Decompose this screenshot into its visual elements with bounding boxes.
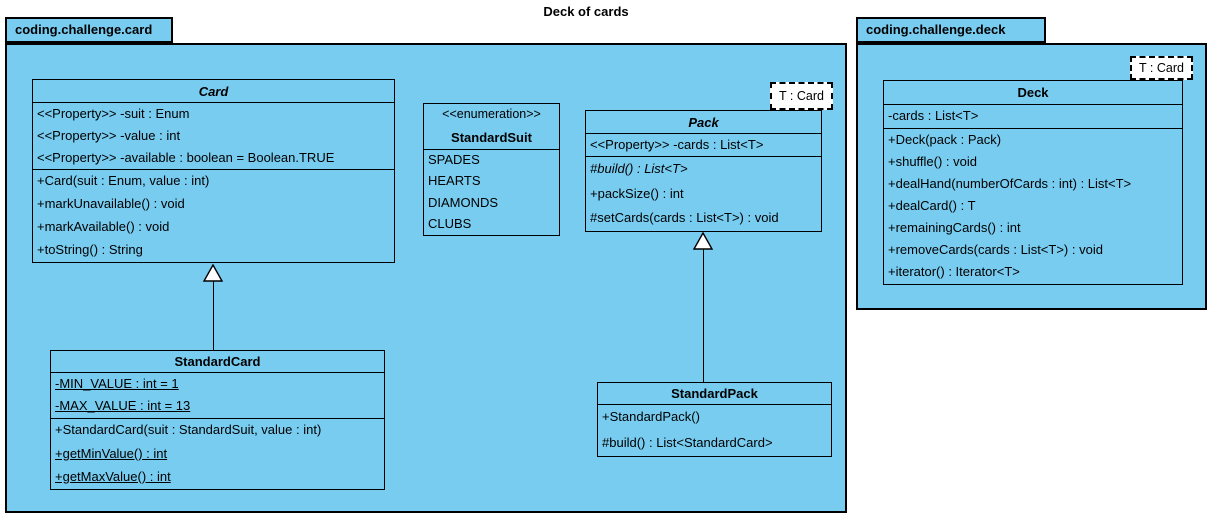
method: +shuffle() : void — [888, 153, 978, 169]
method: +removeCards(cards : List<T>) : void — [888, 242, 1103, 258]
method: +getMinValue() : int — [55, 445, 168, 461]
pack-template-param-box: T : Card — [770, 82, 833, 110]
method: #setCards(cards : List<T>) : void — [590, 210, 779, 226]
attribute: <<Property>> -suit : Enum — [37, 105, 190, 121]
class-deck-methods: +Deck(pack : Pack) +shuffle() : void +de… — [884, 128, 1182, 284]
method: +getMaxValue() : int — [55, 468, 171, 484]
generalization-line-standardpack-pack — [703, 249, 704, 382]
method: +StandardCard(suit : StandardSuit, value… — [55, 422, 322, 438]
method: +StandardPack() — [602, 409, 700, 425]
attribute: <<Property>> -available : boolean = Bool… — [37, 149, 335, 165]
class-standardcard-title: StandardCard — [174, 354, 261, 369]
class-standardpack: StandardPack +StandardPack() #build() : … — [597, 382, 832, 457]
method: +remainingCards() : int — [888, 220, 1021, 236]
attribute: -MIN_VALUE : int = 1 — [55, 375, 179, 391]
attribute: <<Property>> -value : int — [37, 127, 181, 143]
enum-literal: DIAMONDS — [428, 194, 499, 210]
enum-standardsuit: <<enumeration>> StandardSuit SPADES HEAR… — [423, 103, 560, 236]
class-standardcard-methods: +StandardCard(suit : StandardSuit, value… — [51, 418, 384, 489]
class-standardpack-title: StandardPack — [671, 386, 758, 401]
enum-literal: SPADES — [428, 152, 480, 168]
class-card-attributes: <<Property>> -suit : Enum <<Property>> -… — [33, 102, 394, 169]
generalization-triangle-icon — [202, 263, 224, 282]
enum-literal: HEARTS — [428, 173, 481, 189]
method: +Deck(pack : Pack) — [888, 131, 1002, 147]
method: +dealCard() : T — [888, 198, 976, 214]
class-deck: Deck -cards : List<T> +Deck(pack : Pack)… — [883, 80, 1183, 285]
method: +markUnavailable() : void — [37, 196, 185, 212]
method: #build() : List<T> — [590, 160, 688, 176]
enum-stereotype: <<enumeration>> — [442, 107, 541, 122]
deck-template-param: T : Card — [1139, 61, 1184, 75]
pack-template-param: T : Card — [779, 89, 824, 103]
enum-literal: CLUBS — [428, 215, 472, 231]
generalization-line-standardcard-card — [213, 281, 214, 350]
package-deck-label: coding.challenge.deck — [866, 22, 1006, 37]
class-pack: Pack <<Property>> -cards : List<T> #buil… — [585, 110, 822, 232]
diagram-title: Deck of cards — [543, 4, 629, 19]
method: +iterator() : Iterator<T> — [888, 264, 1020, 280]
class-deck-title: Deck — [1017, 85, 1049, 100]
enum-standardsuit-literals: SPADES HEARTS DIAMONDS CLUBS — [424, 149, 559, 235]
deck-template-param-box: T : Card — [1130, 56, 1193, 80]
enum-standardsuit-title: StandardSuit — [451, 129, 532, 145]
attribute: <<Property>> -cards : List<T> — [590, 136, 764, 152]
class-card-methods: +Card(suit : Enum, value : int) +markUna… — [33, 169, 394, 262]
attribute: -MAX_VALUE : int = 13 — [55, 398, 191, 414]
enum-standardsuit-header: <<enumeration>> StandardSuit — [424, 104, 559, 149]
package-card-label: coding.challenge.card — [15, 22, 153, 37]
class-pack-methods: #build() : List<T> +packSize() : int #se… — [586, 156, 821, 231]
method: +packSize() : int — [590, 185, 684, 201]
package-card-tab: coding.challenge.card — [5, 17, 173, 43]
class-deck-attributes: -cards : List<T> — [884, 104, 1182, 128]
class-standardpack-methods: +StandardPack() #build() : List<Standard… — [598, 404, 831, 456]
method: +Card(suit : Enum, value : int) — [37, 173, 210, 189]
class-pack-title: Pack — [688, 114, 719, 130]
class-pack-attributes: <<Property>> -cards : List<T> — [586, 133, 821, 156]
class-standardcard: StandardCard -MIN_VALUE : int = 1 -MAX_V… — [50, 350, 385, 490]
attribute: -cards : List<T> — [888, 108, 979, 124]
class-standardcard-attributes: -MIN_VALUE : int = 1 -MAX_VALUE : int = … — [51, 372, 384, 418]
package-deck-tab: coding.challenge.deck — [856, 17, 1046, 43]
method: +markAvailable() : void — [37, 219, 170, 235]
class-card-title: Card — [198, 83, 229, 99]
class-card: Card <<Property>> -suit : Enum <<Propert… — [32, 79, 395, 263]
generalization-triangle-icon — [692, 231, 714, 250]
method: +toString() : String — [37, 242, 143, 258]
method: #build() : List<StandardCard> — [602, 434, 773, 450]
method: +dealHand(numberOfCards : int) : List<T> — [888, 175, 1132, 191]
